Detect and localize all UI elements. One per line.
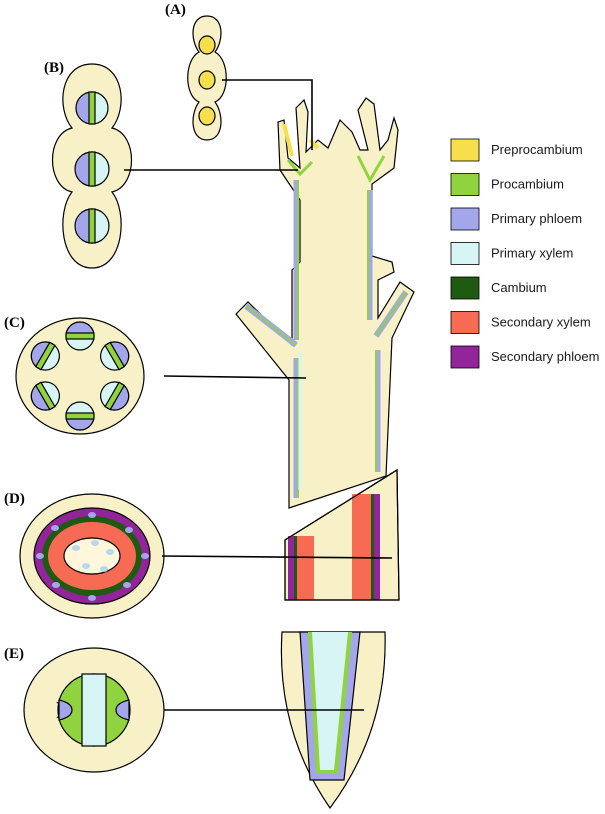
panel-label-e: (E)	[4, 646, 24, 662]
vascular-bundle	[75, 91, 109, 125]
legend-swatch	[450, 345, 480, 369]
cross-section-b	[52, 63, 132, 269]
legend-swatch	[450, 242, 480, 265]
panel-label-a: (A)	[165, 2, 186, 18]
legend-item: Primary phloem	[450, 207, 582, 231]
cross-section-a	[187, 15, 227, 141]
legend-item: Primary xylem	[450, 242, 573, 265]
vascular-bundle	[30, 381, 60, 411]
legend-swatch	[450, 311, 480, 334]
legend-item: Cambium	[450, 276, 547, 300]
legend-label: Procambium	[491, 177, 564, 192]
preprocambium-strand	[198, 70, 216, 90]
legend-label: Primary xylem	[491, 246, 573, 261]
legend-item: Procambium	[450, 173, 564, 196]
legend-label: Cambium	[491, 280, 547, 295]
vascular-bundle	[74, 208, 110, 244]
root-tip-section	[280, 631, 386, 810]
panel-label-d: (D)	[4, 491, 25, 507]
shoot-longitudinal-section	[235, 97, 415, 509]
vascular-bundle	[65, 401, 95, 431]
legend-swatch	[450, 173, 480, 196]
mature-stem-section	[284, 468, 400, 601]
legend-swatch	[450, 276, 480, 300]
panel-label-c: (C)	[4, 315, 25, 331]
legend-label: Secondary phloem	[491, 349, 599, 364]
leader-lines	[124, 79, 393, 711]
vascular-bundle	[74, 151, 110, 187]
leader-line-c	[163, 375, 307, 379]
legend-label: Secondary xylem	[491, 315, 591, 330]
vascular-bundle	[100, 381, 130, 411]
vascular-bundle	[30, 341, 60, 371]
vascular-bundle	[65, 321, 95, 351]
legend-item: Secondary xylem	[450, 311, 591, 334]
cross-section-e	[23, 647, 165, 773]
panel-label-b: (B)	[44, 60, 64, 76]
leader-line-d	[161, 555, 393, 559]
cross-section-c	[15, 317, 145, 435]
legend-label: Primary phloem	[491, 211, 582, 226]
leader-line-a	[222, 79, 313, 150]
legend-label: Preprocambium	[491, 142, 583, 157]
vascular-bundle	[100, 341, 130, 371]
legend-swatch	[450, 138, 480, 162]
preprocambium-strand	[198, 106, 216, 126]
legend-swatch	[450, 207, 480, 231]
legend-item: Secondary phloem	[450, 345, 599, 369]
cross-section-d	[19, 493, 165, 619]
legend-item: Preprocambium	[450, 138, 583, 162]
preprocambium-strand	[198, 35, 216, 55]
